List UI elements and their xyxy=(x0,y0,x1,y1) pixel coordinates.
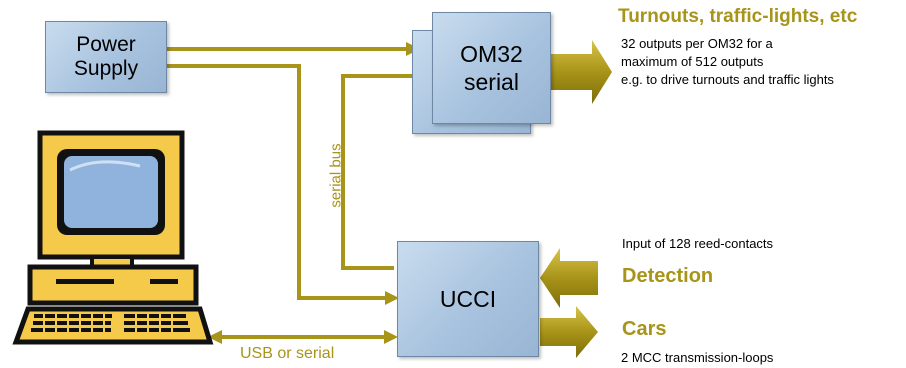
detection-heading: Detection xyxy=(622,265,714,287)
cars-heading: Cars xyxy=(622,318,667,340)
turnouts-line-2: maximum of 512 outputs xyxy=(621,54,764,69)
power-supply-box: Power Supply xyxy=(45,21,167,93)
computer-icon xyxy=(12,130,214,345)
om32-box: OM32 serial xyxy=(432,12,551,124)
usb-or-serial-label: USB or serial xyxy=(240,345,335,362)
power-to-om32-connector xyxy=(167,42,420,56)
cars-arrow xyxy=(540,306,598,358)
detection-caption: Input of 128 reed-contacts xyxy=(622,236,774,251)
ucci-box: UCCI xyxy=(397,241,539,357)
turnouts-line-3: e.g. to drive turnouts and traffic light… xyxy=(621,72,834,87)
serial-bus-label: serial bus xyxy=(327,143,345,208)
usb-connector xyxy=(208,330,398,344)
cars-caption: 2 MCC transmission-loops xyxy=(621,350,774,365)
outputs-arrow xyxy=(548,40,612,104)
detection-arrow xyxy=(540,248,598,308)
turnouts-line-1: 32 outputs per OM32 for a xyxy=(621,36,773,51)
turnouts-heading: Turnouts, traffic-lights, etc xyxy=(618,6,858,27)
power-to-ucci-connector xyxy=(167,64,399,305)
